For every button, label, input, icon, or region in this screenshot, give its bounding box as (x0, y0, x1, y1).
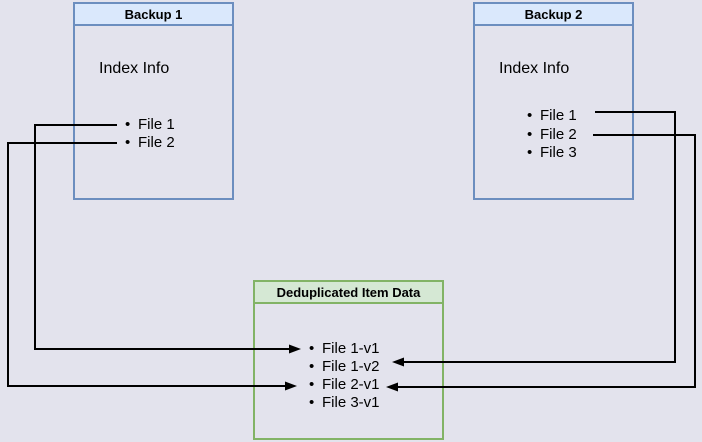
dedup-node: Deduplicated Item Data File 1-v1 File 1-… (253, 280, 444, 440)
backup2-title-bar: Backup 2 (475, 4, 632, 26)
backup1-title-bar: Backup 1 (75, 4, 232, 26)
backup1-title: Backup 1 (124, 6, 183, 22)
backup1-index-info-label: Index Info (99, 60, 170, 77)
backup1-file-1: File 1 (125, 116, 175, 134)
backup2-file-2: File 2 (527, 126, 577, 145)
backup1-file-list: File 1 File 2 (125, 116, 175, 152)
backup2-title: Backup 2 (524, 6, 583, 22)
backup1-file-2: File 2 (125, 134, 175, 152)
backup2-file-list: File 1 File 2 File 3 (527, 107, 577, 163)
dedup-file-1-v2: File 1-v2 (309, 358, 379, 376)
dedup-file-1-v1: File 1-v1 (309, 340, 379, 358)
dedup-file-2-v1: File 2-v1 (309, 376, 379, 394)
backup2-index-info-label: Index Info (499, 60, 570, 77)
dedup-file-list: File 1-v1 File 1-v2 File 2-v1 File 3-v1 (309, 340, 379, 412)
dedup-title: Deduplicated Item Data (276, 284, 421, 300)
backup1-node: Backup 1 Index Info File 1 File 2 (73, 2, 234, 200)
backup2-file-3: File 3 (527, 144, 577, 163)
dedup-file-3-v1: File 3-v1 (309, 394, 379, 412)
backup2-node: Backup 2 Index Info File 1 File 2 File 3 (473, 2, 634, 200)
backup2-file-1: File 1 (527, 107, 577, 126)
dedup-title-bar: Deduplicated Item Data (255, 282, 442, 304)
